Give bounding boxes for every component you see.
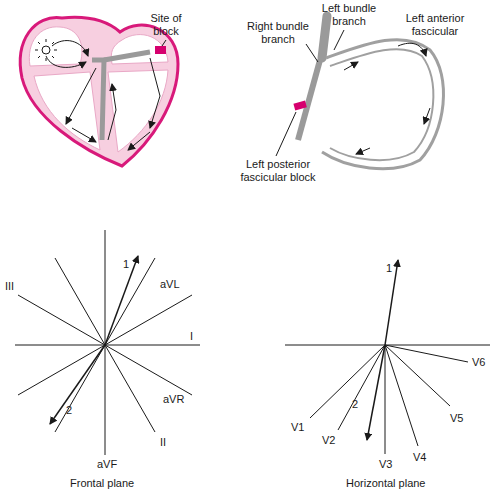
lead-label: III [5, 280, 14, 293]
block-site [155, 46, 166, 54]
block-site [293, 101, 306, 111]
lead-label: I [190, 330, 193, 343]
part-label: Left bundle branch [320, 2, 378, 28]
callout-number: 1 [386, 262, 392, 275]
callout-number: 2 [66, 404, 72, 417]
frontal-axes [15, 230, 200, 455]
lead-label: V2 [322, 434, 335, 447]
callout-number: 1 [123, 258, 129, 271]
plane-title: Horizontal plane [346, 477, 426, 490]
lead-label: aVL [160, 278, 180, 291]
lead-label: V5 [450, 412, 463, 425]
lead-label: aVR [163, 393, 184, 406]
callout-number: 2 [352, 398, 358, 411]
block-label: Site of block [142, 12, 190, 38]
part-label: Left anterior fascicular [398, 12, 472, 38]
lead-label: V6 [472, 356, 485, 369]
plane-title: Frontal plane [70, 477, 134, 490]
lead-label: V3 [379, 458, 392, 471]
horizontal-axes [285, 260, 490, 454]
heart [20, 17, 178, 166]
lead-label: V1 [291, 421, 304, 434]
lead-label: aVF [97, 458, 117, 471]
part-label: Right bundle branch [246, 20, 310, 46]
part-label: Left posterior fascicular block [232, 158, 324, 184]
lead-label: II [160, 436, 166, 449]
lead-label: V4 [413, 451, 426, 464]
conduction-detail [276, 16, 443, 169]
